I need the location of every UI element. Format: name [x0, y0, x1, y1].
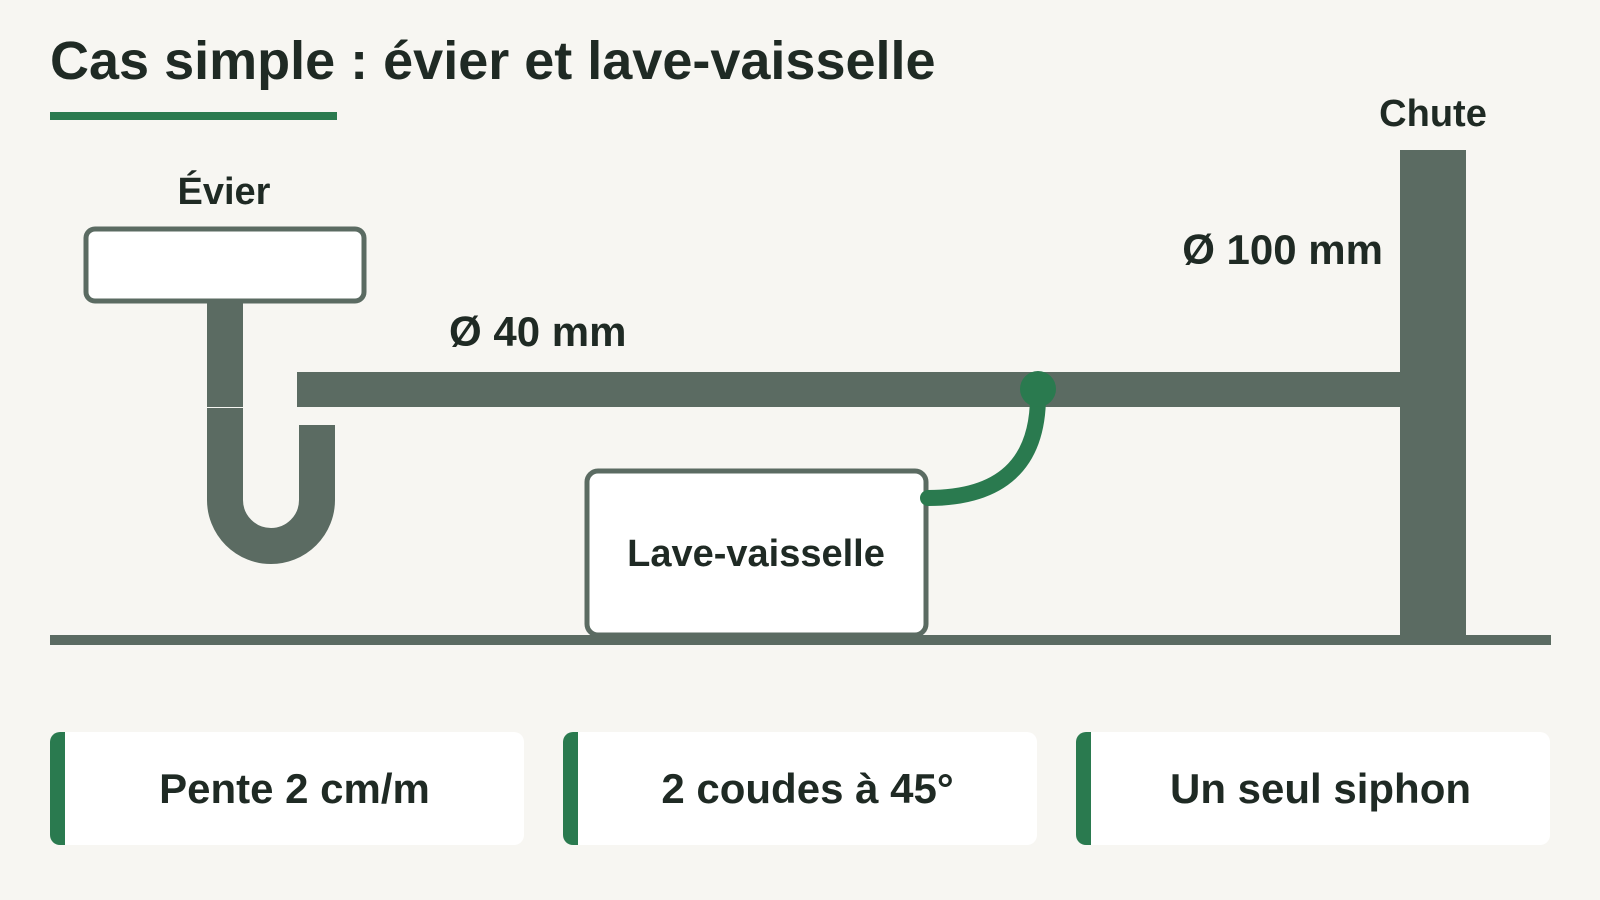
- page-title: Cas simple : évier et lave-vaisselle: [50, 31, 936, 91]
- horizontal-pipe: [297, 372, 1402, 407]
- drain-label: Chute: [1379, 93, 1487, 135]
- title-underline: [50, 112, 337, 120]
- card-accent-bar: [1076, 732, 1091, 845]
- card-accent-bar: [563, 732, 578, 845]
- sink-tailpiece: [207, 301, 243, 407]
- drain-stack: [1400, 150, 1466, 637]
- floor-line: [50, 635, 1551, 645]
- sink-label: Évier: [178, 169, 271, 213]
- info-card-elbows: 2 coudes à 45°: [563, 732, 1037, 845]
- dishwasher-box: [584, 468, 929, 638]
- dishwasher-label: Lave-vaisselle: [627, 533, 885, 575]
- plumbing-diagram: Chute Ø 100 mm Ø 40 mm Évier Lave-vaisse…: [50, 93, 1551, 645]
- p-trap: [207, 408, 335, 564]
- drain-diameter-label: Ø 100 mm: [1182, 226, 1383, 273]
- card-text: Pente 2 cm/m: [159, 764, 430, 812]
- sink-basin: [83, 226, 367, 304]
- hose-connection-point: [1020, 371, 1056, 407]
- card-accent-bar: [50, 732, 65, 845]
- card-text: 2 coudes à 45°: [661, 764, 954, 812]
- pipe-diameter-label: Ø 40 mm: [449, 308, 626, 355]
- info-card-slope: Pente 2 cm/m: [50, 732, 524, 845]
- dishwasher-hose: [920, 388, 1046, 506]
- info-card-trap: Un seul siphon: [1076, 732, 1550, 845]
- card-text: Un seul siphon: [1169, 764, 1471, 812]
- info-cards: Pente 2 cm/m 2 coudes à 45° Un seul siph…: [50, 732, 1550, 845]
